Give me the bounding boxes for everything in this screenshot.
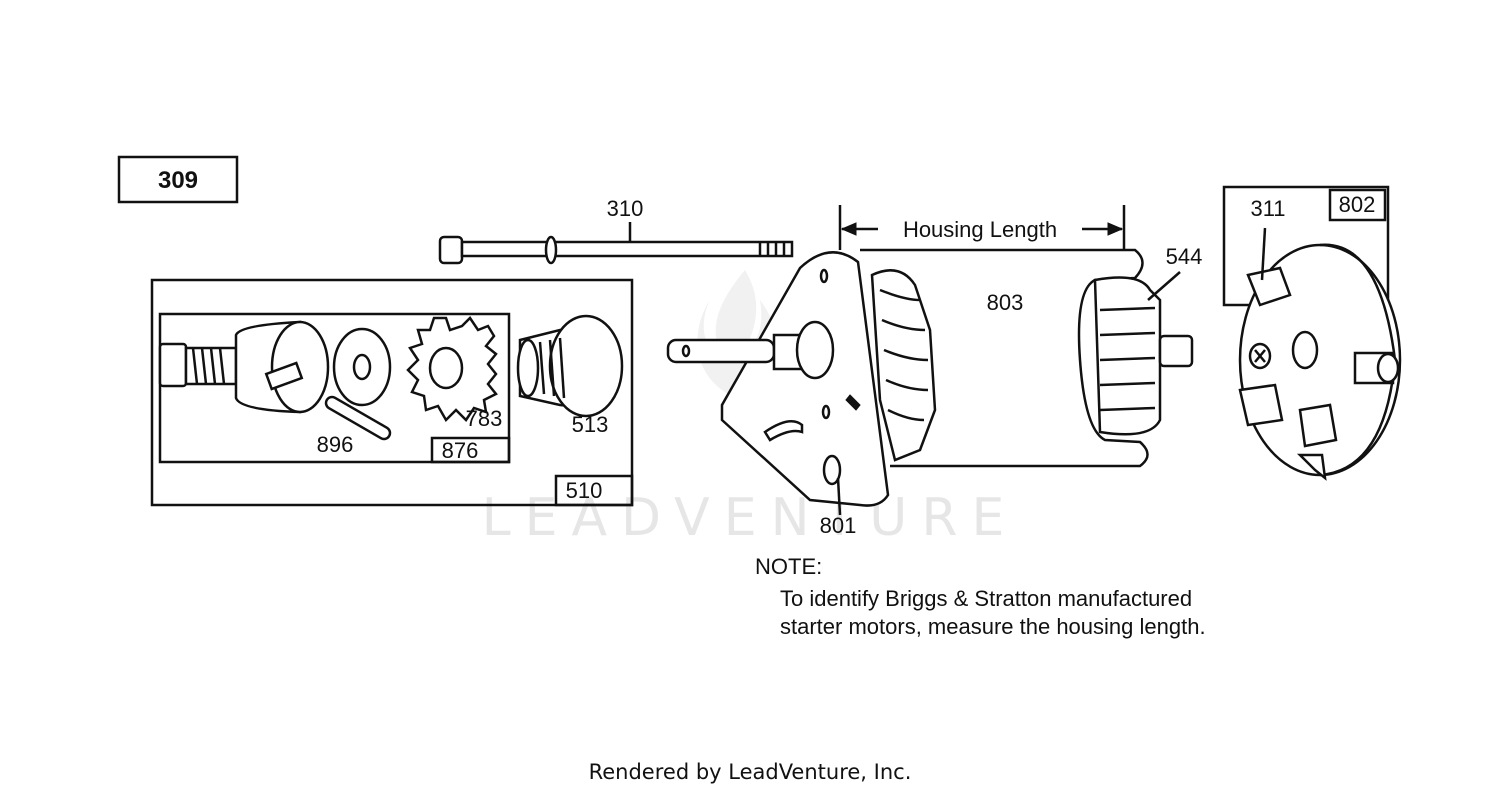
armature-544 <box>1093 271 1194 436</box>
footer-credit: Rendered by LeadVenture, Inc. <box>588 760 912 784</box>
assembly-number: 309 <box>158 167 198 194</box>
callout-513: 513 <box>572 412 609 437</box>
callout-510: 510 <box>566 478 603 503</box>
callout-311: 311 <box>1250 196 1285 221</box>
callout-896: 896 <box>317 432 354 457</box>
callout-876: 876 <box>442 438 479 463</box>
field-windings <box>870 269 937 462</box>
callout-783: 783 <box>466 406 503 431</box>
note-line-2: starter motors, measure the housing leng… <box>780 614 1206 639</box>
callout-544: 544 <box>1166 244 1203 269</box>
end-cap-802 <box>1222 185 1402 481</box>
housing-803 <box>860 248 1149 468</box>
callout-802: 802 <box>1339 192 1376 217</box>
note-block: NOTE: To identify Briggs & Stratton manu… <box>755 554 1206 639</box>
clutch-kit-box <box>158 312 511 464</box>
gear-783 <box>406 316 498 423</box>
housing-length-dimension <box>838 205 1126 250</box>
pin-896 <box>324 395 392 441</box>
note-heading: NOTE: <box>755 554 822 579</box>
note-line-1: To identify Briggs & Stratton manufactur… <box>780 586 1192 611</box>
callout-803: 803 <box>987 290 1024 315</box>
drive-end-cap-801 <box>666 251 890 516</box>
drive-nut-513 <box>516 314 624 418</box>
callout-801: 801 <box>820 513 857 538</box>
bolt-310 <box>438 222 794 265</box>
assembly-number-box: 309 <box>117 155 239 204</box>
clutch-assembly <box>158 320 330 414</box>
housing-length-label: Housing Length <box>903 217 1057 242</box>
callout-310: 310 <box>607 196 644 221</box>
watermark-text: LEADVENTURE <box>482 488 1019 548</box>
drive-kit-box <box>150 278 634 507</box>
washer <box>332 327 392 407</box>
